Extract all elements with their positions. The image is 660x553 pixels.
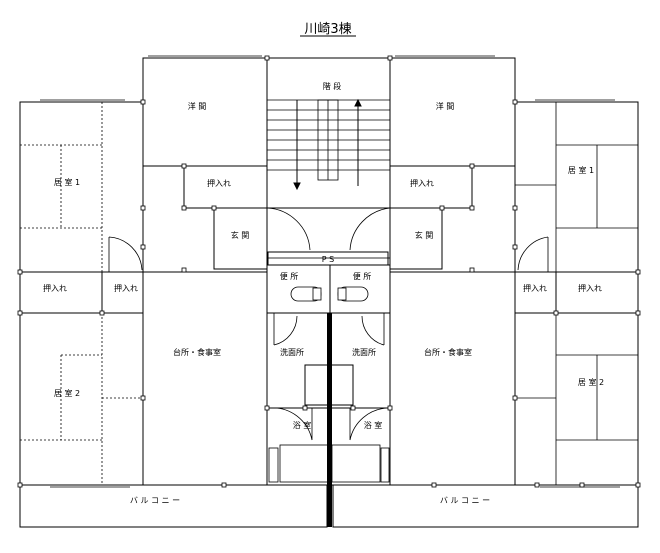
column-posts	[17, 55, 641, 488]
toilet-bowl-right	[337, 286, 369, 302]
bath-shelf-left	[268, 447, 279, 483]
room-living1-left	[19, 101, 144, 273]
label-western-right: 洋 間	[436, 101, 455, 111]
bathtub-right	[331, 444, 381, 483]
label-ps: P S	[322, 255, 334, 264]
toilet-right	[329, 264, 391, 314]
label-balcony-right: バ ル コ ニ ー	[440, 496, 490, 505]
bath-left	[266, 407, 331, 486]
label-western-left: 洋 間	[188, 101, 207, 111]
plan-title: 川崎3棟	[304, 22, 351, 37]
label-bath-right: 浴 室	[364, 420, 383, 430]
label-toilet-right: 便 所	[353, 271, 372, 281]
bathtub-left	[279, 444, 329, 483]
room-living2-left	[19, 312, 144, 486]
label-stairs: 階 段	[323, 81, 342, 91]
closet-outer-right	[555, 271, 639, 314]
tatami-lines-left	[20, 102, 143, 485]
stair-arrow-down	[293, 100, 301, 191]
door-swings	[108, 207, 549, 441]
label-balcony-left: バ ル コ ニ ー	[130, 496, 180, 505]
label-toilet-left: 便 所	[280, 271, 299, 281]
closet-inner-left	[101, 271, 144, 314]
label-living2-left: 居 室 2	[54, 388, 80, 398]
room-living2-right	[514, 312, 639, 486]
bath-shelf-right	[380, 447, 390, 483]
zone-hall-right	[389, 165, 516, 273]
balcony-right	[332, 484, 639, 528]
label-bath-left: 浴 室	[293, 420, 312, 430]
room-kitchen-left	[142, 271, 268, 486]
corridor	[266, 207, 391, 259]
balcony-left	[19, 484, 328, 528]
room-washroom-left	[266, 312, 331, 486]
label-living1-right: 居 室 1	[568, 165, 594, 175]
label-washroom-right: 洗面所	[352, 347, 376, 357]
label-closet-outer-right: 押入れ	[578, 283, 602, 293]
party-wall	[327, 313, 332, 527]
label-living1-left: 居 室 1	[54, 177, 80, 187]
room-western-left	[142, 57, 268, 167]
stair-arrow-up	[354, 98, 362, 186]
label-entrance-left: 玄 関	[231, 230, 250, 240]
label-kitchen-left: 台所・食事室	[173, 347, 221, 357]
tatami-lines-right	[515, 102, 638, 485]
label-washroom-left: 洗面所	[280, 347, 304, 357]
room-living1-right	[514, 101, 639, 273]
label-entrance-right: 玄 関	[415, 230, 434, 240]
label-closet-upper-left: 押入れ	[207, 178, 231, 188]
zone-hall-left	[142, 165, 268, 273]
room-kitchen-right	[389, 271, 516, 486]
room-stairs	[266, 57, 391, 209]
stair-treads	[267, 99, 390, 181]
label-closet-inner-right: 押入れ	[523, 283, 547, 293]
label-closet-outer-left: 押入れ	[43, 283, 67, 293]
toilet-bowl-left	[290, 286, 322, 302]
label-closet-upper-right: 押入れ	[410, 178, 434, 188]
label-closet-inner-left: 押入れ	[114, 283, 138, 293]
label-kitchen-right: 台所・食事室	[424, 347, 472, 357]
label-living2-right: 居 室 2	[578, 377, 604, 387]
room-western-right	[389, 57, 516, 167]
